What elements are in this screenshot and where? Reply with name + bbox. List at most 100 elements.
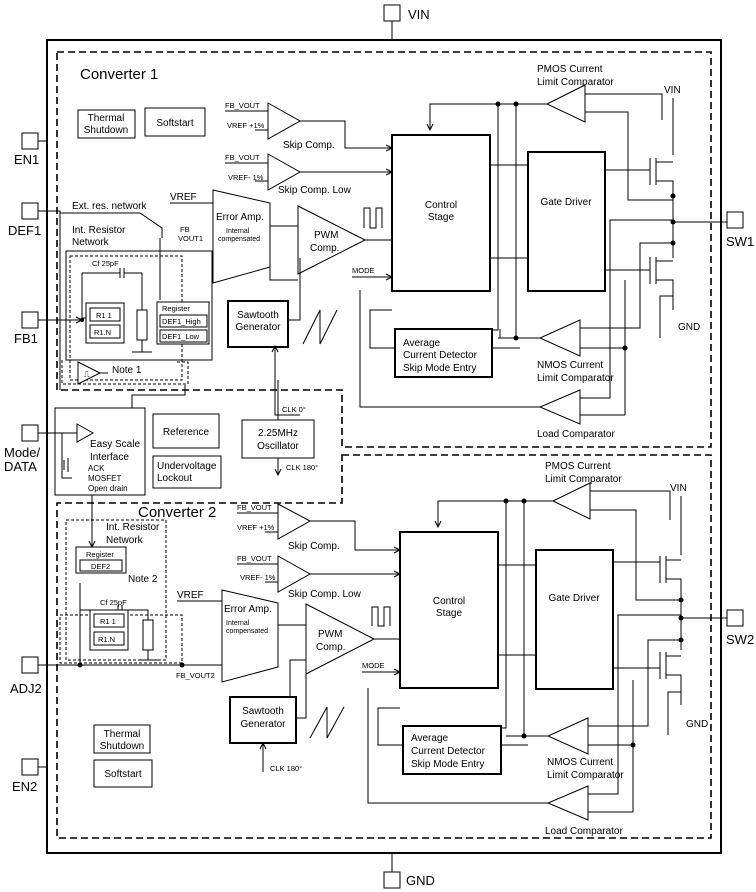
svg-text:Load Comparator: Load Comparator	[537, 429, 615, 440]
svg-text:Softstart: Softstart	[156, 118, 193, 129]
svg-text:Error Amp.: Error Amp.	[216, 212, 264, 223]
easy-scale-interface: Easy Scale Interface ACK MOSFET Open dra…	[38, 385, 186, 496]
svg-text:NMOS Current: NMOS Current	[547, 757, 613, 768]
svg-text:Control: Control	[425, 200, 457, 211]
power-stage-1: VIN GND	[649, 85, 727, 338]
pin-mode-label: Mode/	[4, 445, 41, 460]
svg-text:R1 1: R1 1	[96, 311, 112, 320]
pin-def1: DEF1	[8, 202, 41, 238]
svg-text:Shutdown: Shutdown	[100, 741, 144, 752]
svg-text:VOUT1: VOUT1	[178, 234, 203, 243]
pin-sw1: SW1	[726, 211, 754, 249]
svg-text:Note 1: Note 1	[112, 365, 142, 376]
pin-def1-label: DEF1	[8, 223, 41, 238]
svg-text:Comp.: Comp.	[310, 243, 339, 254]
thermal-shutdown-1: Thermal Shutdown	[77, 109, 136, 139]
reference-block: Reference	[152, 413, 220, 449]
svg-text:Sawtooth: Sawtooth	[242, 706, 284, 717]
skip-comp-2: FB_VOUT VREF +1% Skip Comp.	[237, 503, 402, 554]
converter-1: Converter 1 Thermal Shutdown Softstart F…	[38, 51, 727, 448]
gate-driver-2: Gate Driver	[535, 549, 660, 690]
converter-2-title: Converter 2	[138, 504, 216, 521]
svg-text:Limit Comparator: Limit Comparator	[545, 474, 622, 485]
softstart-1: Softstart	[144, 107, 206, 137]
skip-comp-low-1: FB_VOUT VREF- 1% Skip Comp. Low	[225, 153, 394, 196]
svg-text:Lockout: Lockout	[157, 473, 192, 484]
pmos-limit-comp-1: PMOS Current Limit Comparator	[426, 64, 673, 338]
svg-text:Skip Comp. Low: Skip Comp. Low	[278, 185, 352, 196]
softstart-2: Softstart	[93, 759, 153, 788]
converter-1-boundary	[56, 51, 712, 448]
control-stage-2: Control Stage MODE	[362, 531, 536, 689]
svg-text:PMOS Current: PMOS Current	[545, 461, 611, 472]
svg-text:Int. Resistor: Int. Resistor	[72, 225, 126, 236]
svg-text:Oscillator: Oscillator	[257, 441, 299, 452]
svg-text:FB_VOUT: FB_VOUT	[225, 153, 260, 162]
svg-text:FB_VOUT: FB_VOUT	[237, 554, 272, 563]
svg-text:Average: Average	[411, 733, 449, 744]
control-stage-1: Control Stage MODE	[352, 134, 528, 292]
svg-text:Thermal: Thermal	[104, 729, 141, 740]
svg-text:Limit Comparator: Limit Comparator	[537, 373, 614, 384]
svg-text:GND: GND	[678, 322, 700, 333]
svg-text:Limit Comparator: Limit Comparator	[547, 770, 624, 781]
svg-text:Undervoltage: Undervoltage	[157, 461, 217, 472]
shared-blocks: Easy Scale Interface ACK MOSFET Open dra…	[38, 380, 318, 496]
svg-text:Internal: Internal	[226, 620, 250, 627]
svg-text:VREF- 1%: VREF- 1%	[228, 173, 264, 182]
pin-gnd: GND	[383, 871, 435, 889]
pin-sw2: SW2	[726, 609, 754, 647]
ext-res-network-label: Ext. res. network	[72, 201, 147, 212]
svg-text:CLK 180°: CLK 180°	[270, 764, 302, 773]
oscillator: 2.25MHz Oscillator CLK 0° CLK 180°	[241, 380, 318, 477]
svg-text:Thermal: Thermal	[88, 113, 125, 124]
svg-text:MODE: MODE	[352, 266, 375, 275]
avg-current-detector-1: Average Current Detector Skip Mode Entry	[369, 309, 520, 378]
skip-comp-low-2: FB_VOUT VREF- 1% Skip Comp. Low	[237, 554, 402, 600]
pin-vin-label: VIN	[408, 7, 430, 22]
svg-text:Load Comparator: Load Comparator	[545, 826, 623, 837]
svg-text:VREF +1%: VREF +1%	[227, 121, 265, 130]
svg-text:VREF: VREF	[170, 192, 197, 203]
svg-text:Comp.: Comp.	[316, 642, 345, 653]
svg-text:PWM: PWM	[314, 230, 338, 241]
svg-text:FB_VOUT: FB_VOUT	[237, 503, 272, 512]
svg-text:Easy Scale: Easy Scale	[90, 439, 140, 450]
svg-text:FB_VOUT2: FB_VOUT2	[176, 671, 215, 680]
pin-adj2: ADJ2	[10, 656, 42, 696]
svg-text:Control: Control	[433, 596, 465, 607]
pin-mode-data: Mode/ DATA	[4, 424, 41, 474]
svg-text:DEF2: DEF2	[91, 562, 110, 571]
svg-text:Generator: Generator	[235, 322, 281, 333]
gate-driver-1: Gate Driver	[527, 151, 650, 292]
undervoltage-lockout: Undervoltage Lockout	[152, 455, 222, 489]
pin-vin: VIN	[383, 4, 430, 22]
svg-text:PMOS Current: PMOS Current	[537, 64, 603, 75]
converter-2-boundary	[56, 454, 712, 839]
svg-text:DEF1_High: DEF1_High	[162, 317, 201, 326]
svg-text:Skip Comp. Low: Skip Comp. Low	[288, 589, 362, 600]
svg-text:NMOS Current: NMOS Current	[537, 360, 603, 371]
svg-text:Current Detector: Current Detector	[403, 350, 478, 361]
svg-text:R1.N: R1.N	[98, 635, 115, 644]
pin-en1-label: EN1	[14, 152, 39, 167]
svg-text:DEF1_Low: DEF1_Low	[162, 332, 200, 341]
pin-fb1: FB1	[14, 311, 39, 346]
svg-text:Gate Driver: Gate Driver	[540, 197, 592, 208]
svg-text:Generator: Generator	[240, 719, 286, 730]
svg-text:GND: GND	[686, 719, 708, 730]
svg-text:VIN: VIN	[664, 85, 681, 96]
power-stage-2: VIN GND	[659, 483, 727, 735]
svg-text:Limit Comparator: Limit Comparator	[537, 77, 614, 88]
svg-text:R1.N: R1.N	[94, 328, 111, 337]
svg-text:FB_VOUT: FB_VOUT	[225, 101, 260, 110]
svg-text:Skip Comp.: Skip Comp.	[283, 140, 335, 151]
load-comp-2: Load Comparator	[367, 614, 681, 837]
svg-text:Register: Register	[86, 550, 114, 559]
chip-outline	[46, 20, 722, 872]
svg-text:PWM: PWM	[318, 629, 342, 640]
svg-text:Current Detector: Current Detector	[411, 746, 486, 757]
svg-text:Interface: Interface	[90, 452, 129, 463]
pin-adj2-label: ADJ2	[10, 681, 42, 696]
